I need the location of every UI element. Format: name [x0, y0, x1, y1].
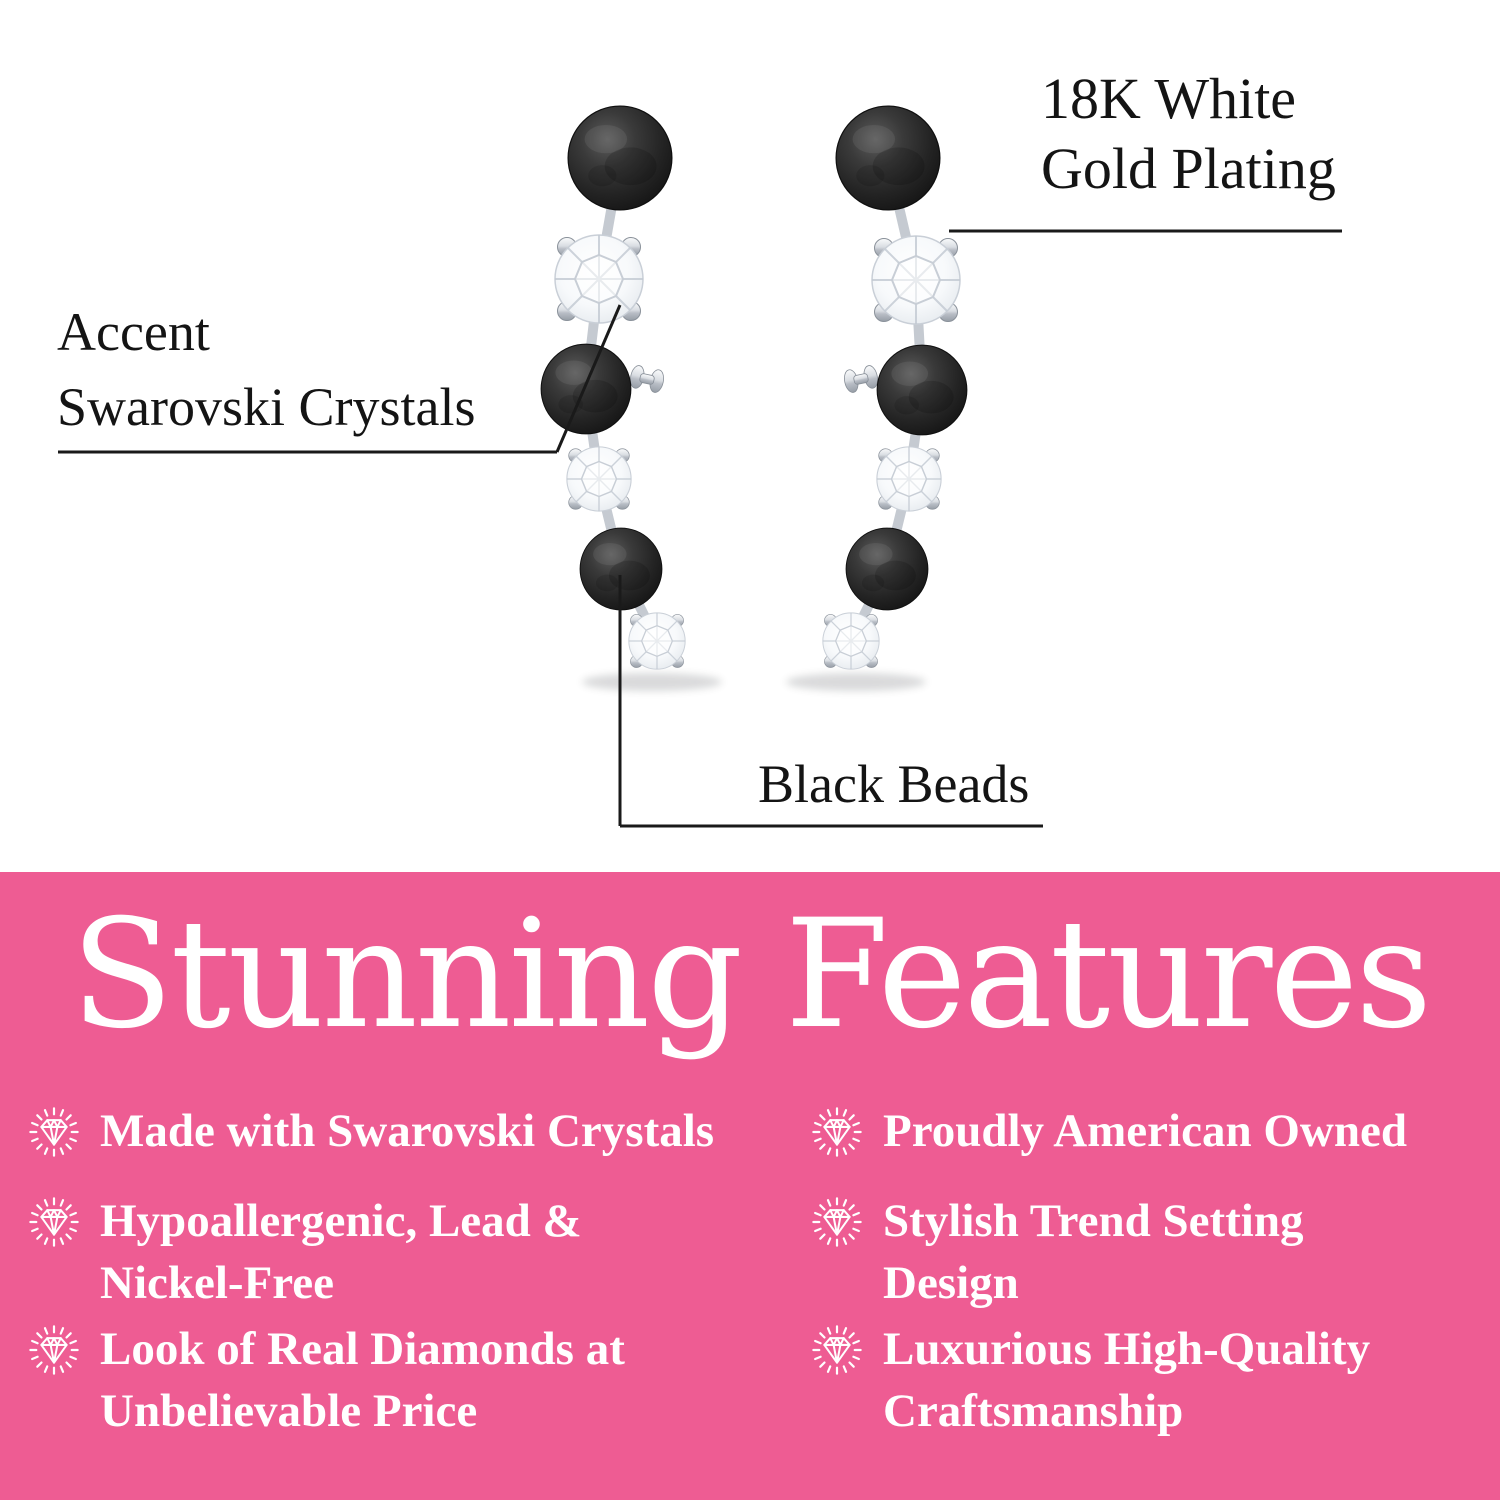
- sparkling-diamond-icon: [812, 1325, 862, 1375]
- feature-item: Stylish Trend Setting Design: [810, 1190, 1304, 1314]
- feature-text: Proudly American Owned: [883, 1105, 1407, 1157]
- feature-item: Look of Real Diamonds at Unbelievable Pr…: [27, 1318, 625, 1442]
- feature-text: Look of Real Diamonds at: [100, 1323, 625, 1375]
- feature-item: Luxurious High-Quality Craftsmanship: [810, 1318, 1370, 1442]
- callout-gold-plating: 18K White Gold Plating: [1041, 64, 1336, 204]
- accent-crystals-pointer-line: [555, 304, 622, 453]
- features-title: Stunning Features: [70, 888, 1433, 1062]
- callout-accent-crystals: Accent Swarovski Crystals: [57, 295, 476, 445]
- feature-item: Made with Swarovski Crystals: [27, 1100, 714, 1162]
- features-section: Stunning Features Made with Swarovski Cr…: [0, 872, 1500, 1500]
- feature-item: Proudly American Owned: [810, 1100, 1407, 1162]
- callout-text: 18K White: [1041, 66, 1297, 131]
- left-earring: [540, 105, 686, 670]
- feature-text: Unbelievable Price: [100, 1385, 478, 1437]
- feature-text: Made with Swarovski Crystals: [100, 1105, 715, 1157]
- callout-text: Accent: [57, 302, 210, 362]
- callout-text: Swarovski Crystals: [57, 377, 476, 437]
- sparkling-diamond-icon: [812, 1197, 862, 1247]
- callout-text: Black Beads: [758, 754, 1030, 814]
- feature-text: Luxurious High-Quality: [883, 1323, 1371, 1375]
- callout-text: Gold Plating: [1041, 136, 1336, 201]
- feature-text: Nickel-Free: [100, 1257, 335, 1309]
- earrings-annotated-section: 18K White Gold Plating Accent Swarovski …: [57, 64, 1342, 828]
- feature-text: Stylish Trend Setting: [883, 1195, 1304, 1247]
- earring-shadows: [582, 673, 926, 691]
- callout-lines: [58, 229, 1342, 828]
- feature-text: Craftsmanship: [883, 1385, 1184, 1437]
- feature-item: Hypoallergenic, Lead & Nickel-Free: [27, 1190, 582, 1314]
- sparkling-diamond-icon: [29, 1107, 79, 1157]
- sparkling-diamond-icon: [812, 1107, 862, 1157]
- earrings-illustration: [58, 105, 1342, 828]
- right-earring: [822, 105, 968, 670]
- sparkling-diamond-icon: [29, 1197, 79, 1247]
- sparkling-diamond-icon: [29, 1325, 79, 1375]
- callout-black-beads: Black Beads: [758, 747, 1029, 822]
- feature-text: Design: [883, 1257, 1019, 1309]
- feature-text: Hypoallergenic, Lead &: [100, 1195, 582, 1247]
